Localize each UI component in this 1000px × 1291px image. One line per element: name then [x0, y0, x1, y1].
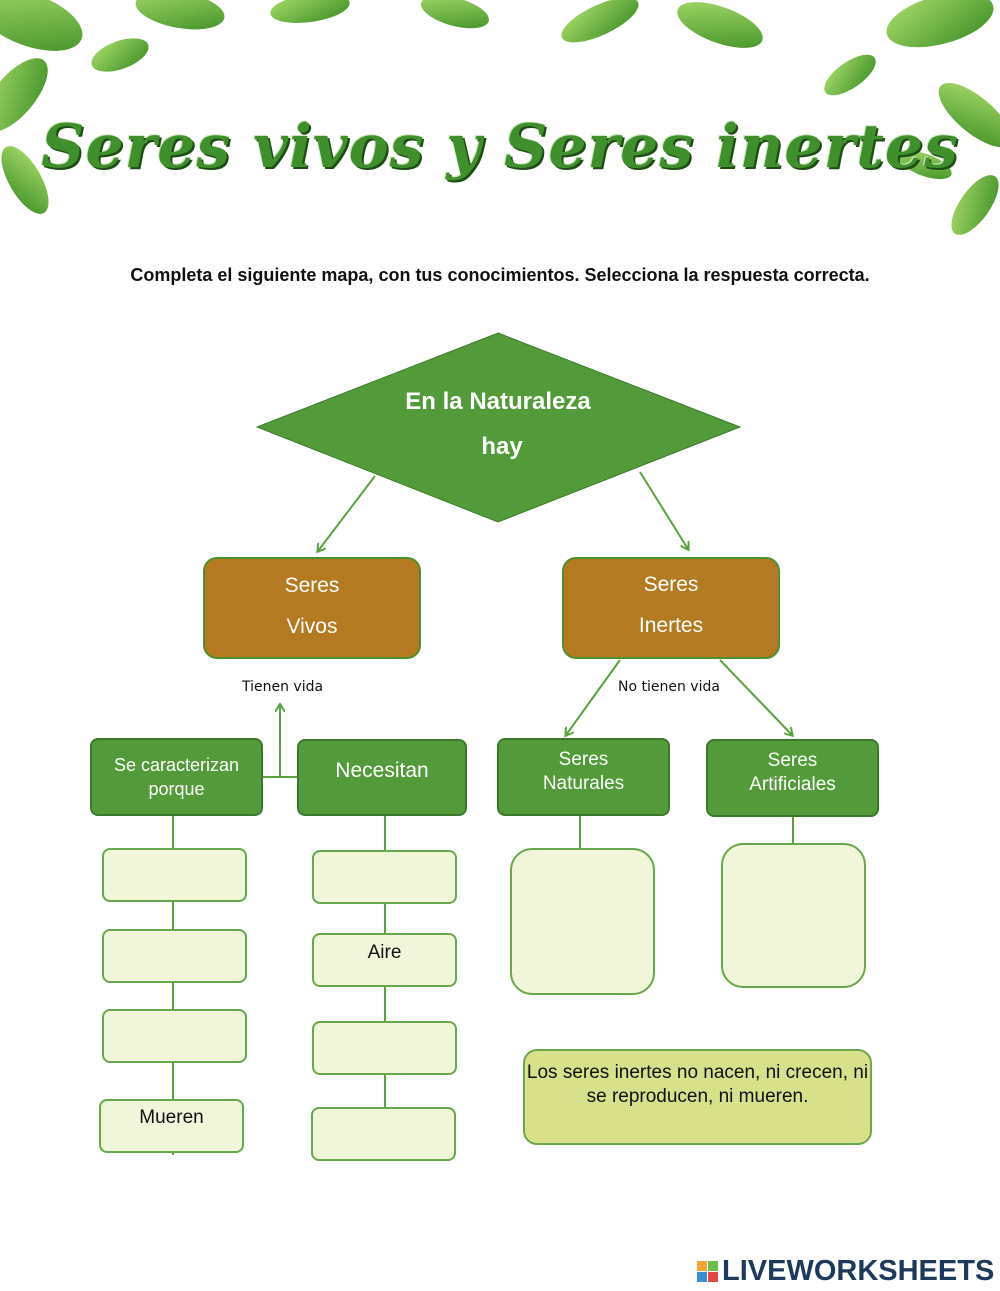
characterized-slot[interactable] — [102, 1009, 247, 1063]
inert-line1: Seres — [564, 564, 778, 605]
inert-box: Seres Inertes — [562, 557, 780, 659]
artificial-line1: Seres — [768, 749, 818, 773]
characterized-slot[interactable] — [102, 848, 247, 902]
needs-slot[interactable] — [311, 1107, 456, 1161]
inert-line2: Inertes — [564, 605, 778, 646]
characterized-box: Se caracterizan porque — [90, 738, 263, 816]
root-line2: hay — [362, 433, 642, 461]
living-line1: Seres — [205, 565, 419, 606]
artificial-box: Seres Artificiales — [706, 739, 879, 817]
natural-line1: Seres — [559, 748, 609, 772]
living-label: Tienen vida — [242, 679, 323, 695]
needs-slot[interactable] — [312, 1021, 457, 1075]
arrow-to-artificial — [720, 660, 792, 735]
arrow-to-inert — [640, 472, 688, 549]
logo-cube-icon — [697, 1261, 719, 1283]
root-diamond — [257, 333, 740, 522]
logo-text: LIVEWORKSHEETS — [722, 1255, 994, 1288]
living-box: Seres Vivos — [203, 557, 421, 659]
artificial-answer-slot[interactable] — [721, 843, 866, 988]
inert-label: No tienen vida — [618, 679, 720, 695]
arrow-to-living — [318, 476, 375, 551]
natural-answer-slot[interactable] — [510, 848, 655, 995]
characterized-slot[interactable] — [102, 929, 247, 983]
living-line2: Vivos — [205, 606, 419, 647]
characterized-line2: porque — [148, 777, 204, 801]
needs-box: Necesitan — [297, 739, 467, 816]
needs-label: Necesitan — [335, 759, 428, 783]
characterized-line1: Se caracterizan — [114, 753, 239, 777]
liveworksheets-logo: LIVEWORKSHEETS — [697, 1255, 994, 1288]
note-box: Los seres inertes no nacen, ni crecen, n… — [523, 1049, 872, 1145]
needs-slot[interactable]: Aire — [312, 933, 457, 987]
artificial-line2: Artificiales — [749, 773, 836, 797]
arrow-to-natural — [566, 660, 620, 735]
needs-slot[interactable] — [312, 850, 457, 904]
natural-box: Seres Naturales — [497, 738, 670, 816]
characterized-slot[interactable]: Mueren — [99, 1099, 244, 1153]
natural-line2: Naturales — [543, 772, 624, 796]
root-line1: En la Naturaleza — [358, 388, 638, 416]
